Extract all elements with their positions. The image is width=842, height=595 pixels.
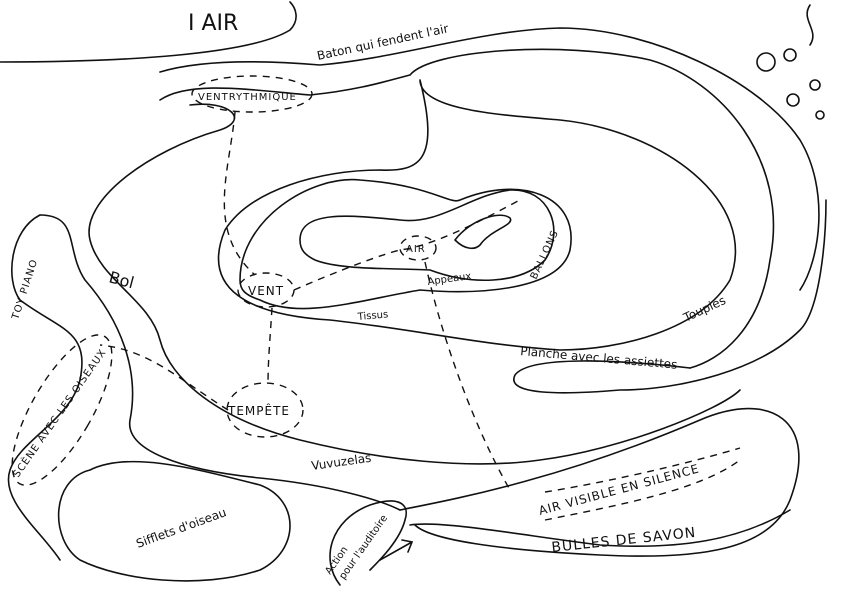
band-top-outer (159, 27, 820, 291)
connector-air-visible (424, 261, 511, 491)
air-center-circle (399, 235, 437, 261)
ventrythmique-circle (191, 75, 313, 113)
sifflets-loop (57, 460, 291, 582)
bubble-icon (815, 110, 825, 120)
label-air-center: AIR (406, 244, 426, 255)
tempete-circle (226, 382, 304, 438)
oiseaux-circle (11, 334, 113, 486)
bubble-icon (786, 93, 800, 107)
left-band-outer (7, 214, 83, 561)
label-ballons: BALLONS (529, 228, 561, 281)
bubble-icon (809, 79, 821, 91)
label-bulles: BULLES DE SAVON (551, 525, 697, 556)
label-bol: Bol (107, 268, 136, 293)
label-tempete: TEMPÊTE (227, 403, 290, 418)
connector-vent-air (293, 199, 521, 291)
label-appeaux: Appeaux (427, 271, 472, 288)
inner-core (299, 189, 555, 282)
label-ventrythmique: VENTRYTHMIQUE (198, 92, 297, 103)
bubble-icon (783, 48, 797, 62)
air-visible-underline (544, 447, 741, 521)
label-action-line2: pour l'auditoire (337, 513, 390, 582)
label-vuvuzelas: Vuvuzelas (310, 451, 372, 473)
inner-ring-outer (217, 79, 737, 351)
inner-ring-mid (239, 178, 572, 310)
bottom-band-outer (399, 407, 800, 557)
bottom-band-inner (409, 509, 791, 547)
label-toupies: Toupies (680, 293, 727, 325)
connector-vent-tempete (267, 307, 273, 386)
label-tissus: Tissus (356, 309, 388, 323)
left-band-inner (39, 214, 401, 511)
planche-loop (513, 199, 827, 394)
connector-ventrythmique-vent (223, 111, 256, 276)
label-sifflets: Sifflets d'oiseau (134, 505, 228, 551)
action-loop (329, 500, 407, 586)
diagram-title: I AIR (188, 11, 238, 36)
band-top-inner (159, 48, 775, 369)
bubble-icon (756, 52, 776, 72)
label-vent: VENT (248, 284, 284, 298)
wave-decoration (806, 4, 814, 46)
band-middle-loop (88, 103, 741, 465)
label-baton: Baton qui fendent l'air (316, 21, 450, 63)
action-arrow-icon (379, 539, 414, 561)
connector-tempete-oiseaux (99, 344, 229, 411)
inner-hook (454, 214, 512, 250)
title-outline (0, 1, 297, 63)
